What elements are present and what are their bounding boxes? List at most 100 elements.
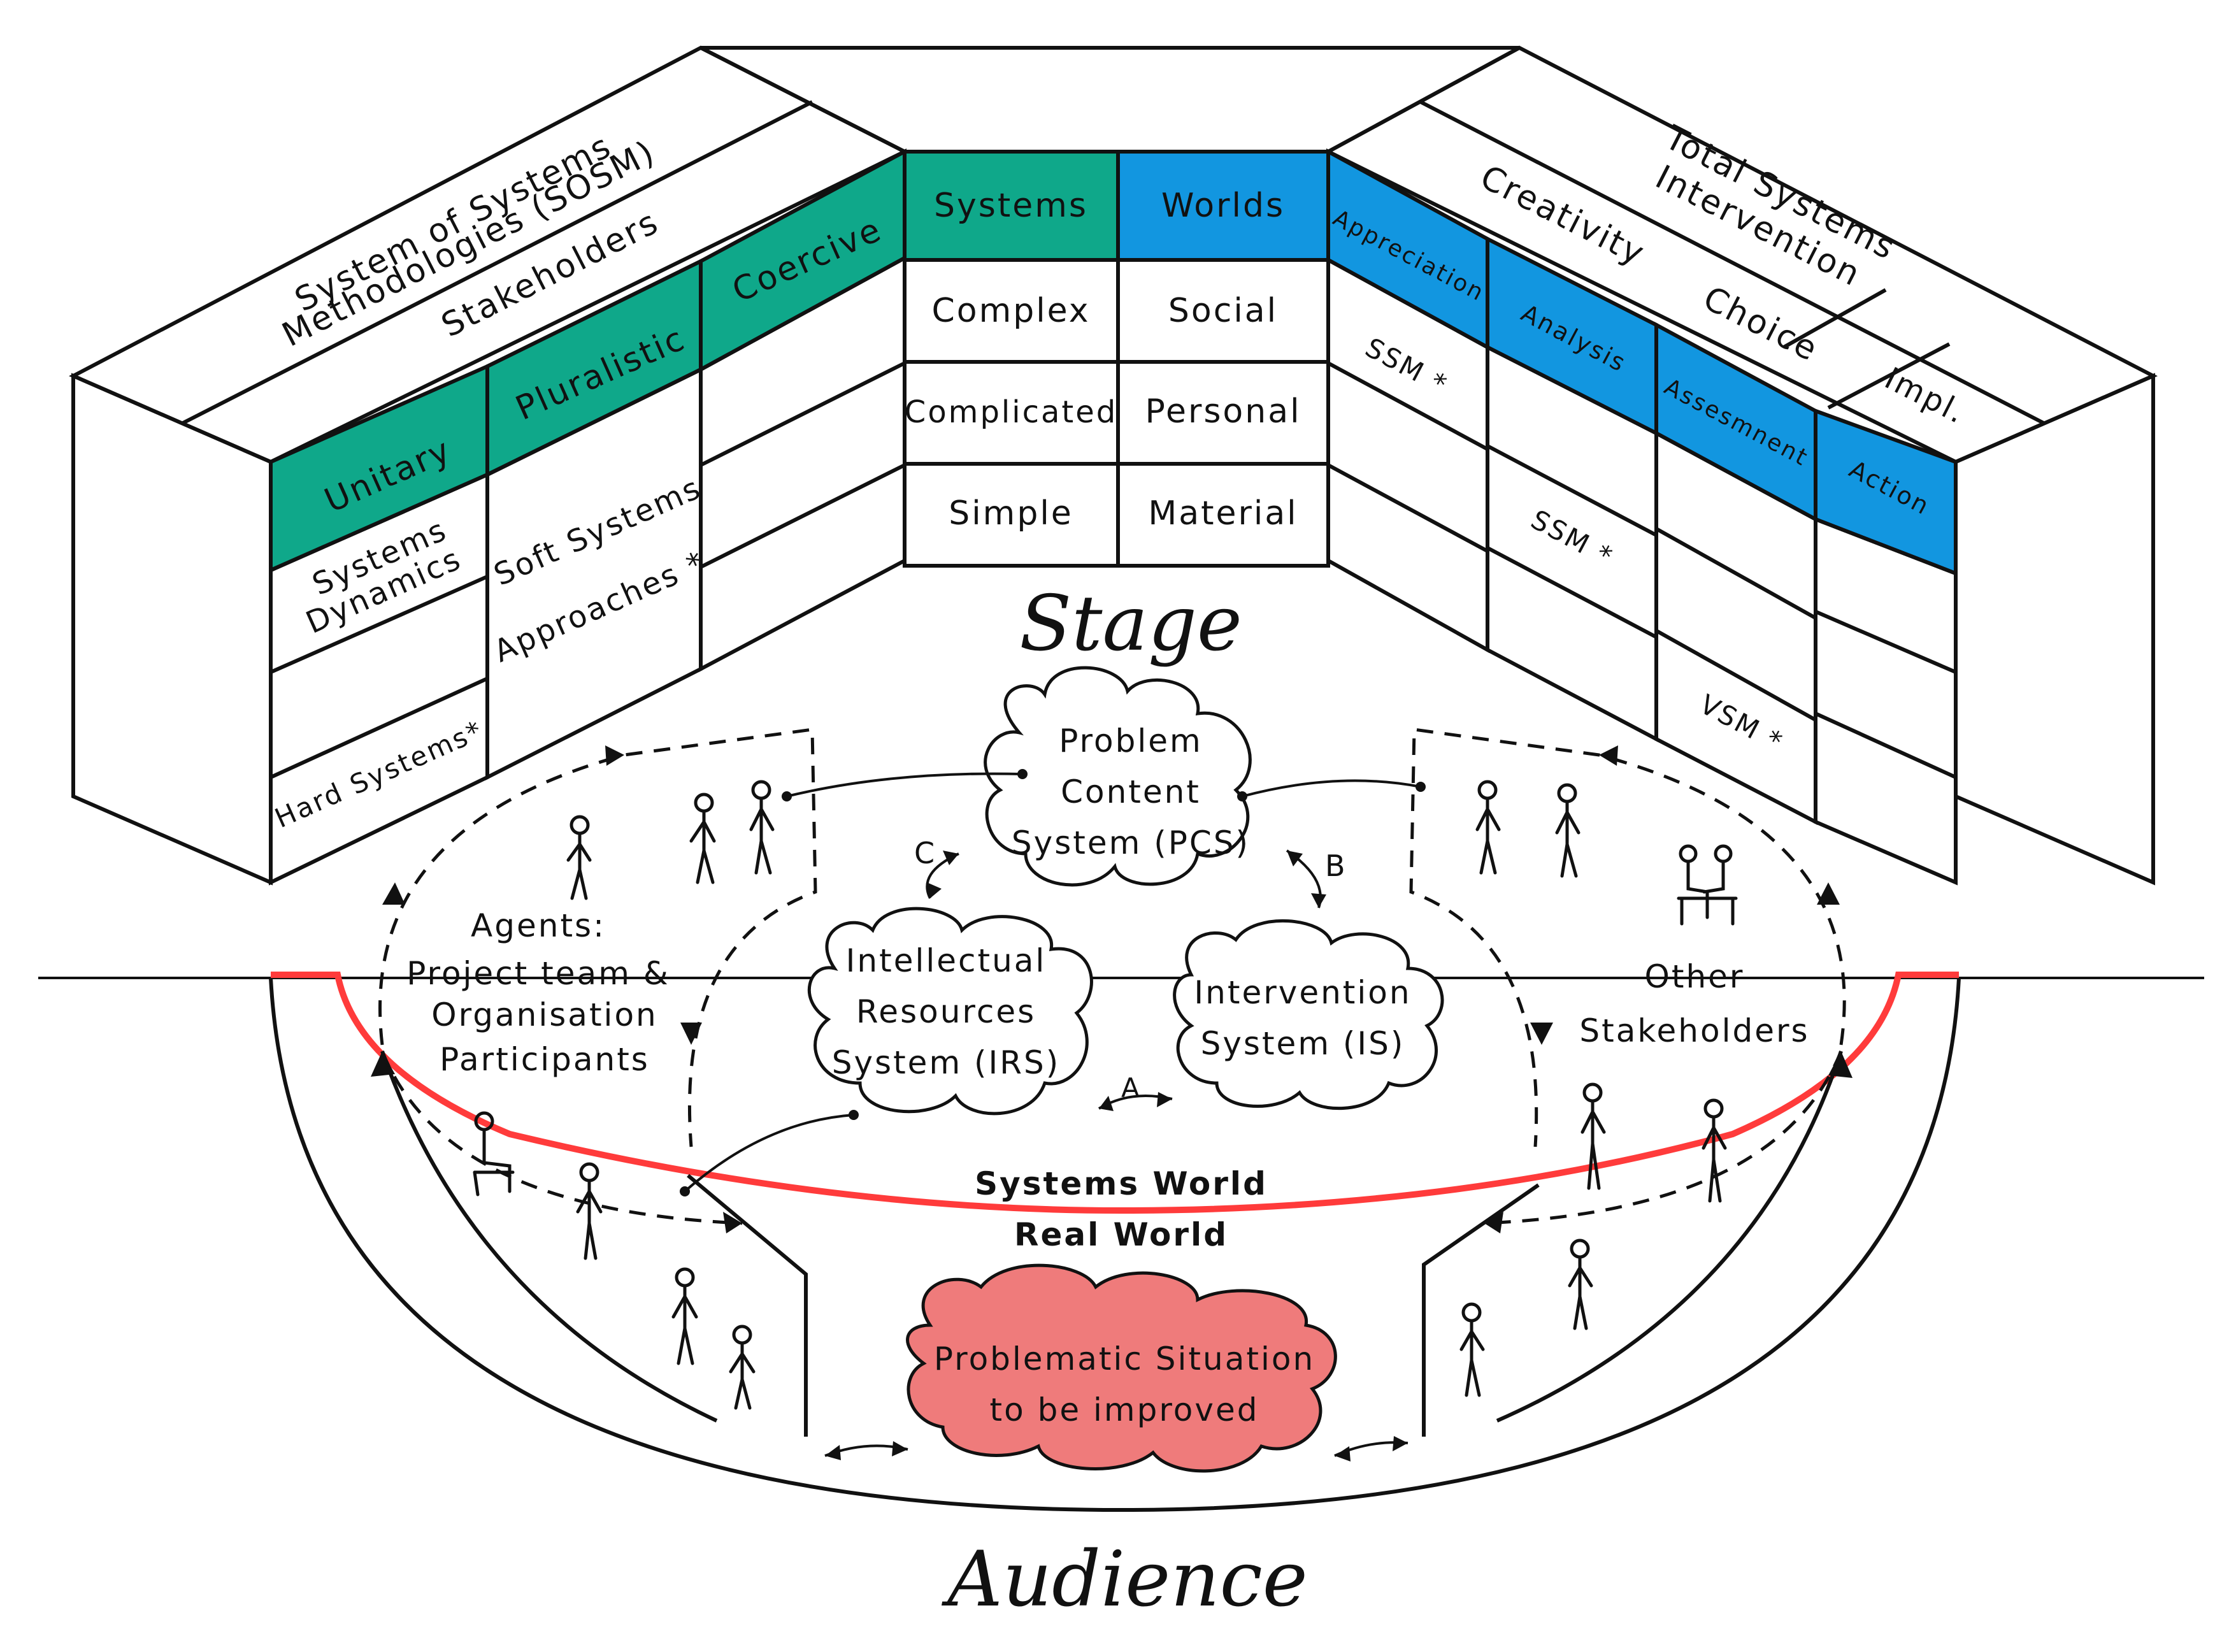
real-world-label: Real World	[1014, 1216, 1228, 1253]
pcs-stake-dot-2	[1416, 782, 1426, 792]
agents-label-2: Project team &	[406, 955, 670, 992]
pcs-stake-dot-1	[1237, 791, 1247, 801]
right-dash-arrowhead-1	[1599, 745, 1618, 766]
person-icon	[1459, 1302, 1485, 1397]
label-c: C	[914, 836, 936, 870]
left-dash-arrowhead-4	[382, 882, 405, 905]
other-label-1: Other	[1645, 958, 1745, 995]
right-dash-arrowhead-4	[1817, 882, 1840, 905]
left-solid-arrowhead	[371, 1051, 395, 1077]
tsi-top-divider	[1419, 100, 2046, 426]
b-arrowhead-1	[1287, 851, 1303, 866]
coercive-row-line-2	[699, 463, 906, 569]
c-arrowhead-2	[927, 882, 942, 898]
problem-label-2: to be improved	[990, 1391, 1259, 1428]
pcs-cloud	[984, 666, 1252, 887]
impl-label: Impl.	[1879, 361, 1972, 431]
label-b: B	[1325, 849, 1347, 883]
cell-simple: Simple	[949, 494, 1073, 533]
left-aisle-wall	[687, 1174, 808, 1437]
is-label-2: System (IS)	[1201, 1025, 1405, 1062]
tsi-row-a1	[1327, 361, 1489, 451]
hard-systems-label: Hard Systems*	[270, 714, 488, 834]
b-arrowhead-2	[1311, 893, 1326, 908]
ssm-label-2: SSM *	[1526, 504, 1619, 573]
problem-label-1: Problematic Situation	[934, 1340, 1315, 1377]
tsi-block: Total Systems Intervention Creativity Ch…	[1324, 45, 2158, 886]
cell-social: Social	[1168, 292, 1278, 330]
sosm-top-divider	[180, 100, 814, 426]
left-dash-arrowhead-1	[605, 745, 624, 766]
cell-complicated: Complicated	[905, 394, 1117, 430]
right-solid-arrowhead	[1828, 1051, 1853, 1078]
tsi-impl-divider	[1827, 342, 1951, 410]
unitary-row-line-2	[269, 677, 489, 779]
coercive-row-line-1	[699, 361, 906, 467]
pcs-label-2: Content	[1061, 773, 1201, 810]
tsi-row-b2	[1486, 546, 1658, 639]
right-dash-arrowhead-2	[1530, 1023, 1553, 1045]
top-back-band	[699, 46, 1521, 154]
person-icon	[576, 1162, 603, 1260]
pcs-agents-dot-1	[782, 791, 792, 801]
tsi-row-c2	[1655, 629, 1817, 722]
irs-agents-dot-1	[680, 1186, 690, 1196]
right-solid-loop	[1496, 1051, 1843, 1423]
label-a: A	[1121, 1072, 1142, 1103]
systems-header-label: Systems	[934, 187, 1088, 225]
cell-personal: Personal	[1145, 392, 1301, 431]
left-dash-arrowhead-3	[723, 1212, 742, 1233]
right-problem-arrowhead-1	[1335, 1446, 1351, 1462]
cell-material: Material	[1148, 494, 1298, 533]
left-problem-arrowhead-1	[825, 1445, 841, 1460]
irs-cloud	[808, 907, 1093, 1116]
tsi-side-face	[1954, 373, 2155, 886]
other-label-2: Stakeholders	[1579, 1012, 1809, 1049]
agents-label-1: Agents:	[471, 907, 606, 944]
left-dash-arrowhead-2	[680, 1023, 702, 1045]
systems-world-boundary	[271, 972, 1959, 1214]
person-icon	[671, 1267, 698, 1365]
a-arrowhead-2	[1157, 1092, 1172, 1107]
tsi-choice-divider	[1782, 288, 1887, 349]
ssm-label-1: SSM *	[1360, 332, 1453, 401]
person-icon	[749, 780, 775, 875]
center-table: Systems Worlds Complex Social Complicate…	[903, 150, 1330, 568]
a-arrowhead-1	[1099, 1096, 1114, 1111]
right-aisle-wall	[1422, 1183, 1540, 1437]
person-icon	[1702, 1098, 1727, 1203]
pcs-to-agents-line	[786, 772, 1023, 798]
auditorium-outer-arc	[269, 977, 1961, 1512]
seated-people-icon	[1677, 844, 1738, 926]
sosm-side-face	[71, 373, 273, 886]
agents-label-4: Participants	[440, 1041, 650, 1078]
person-icon	[689, 793, 716, 884]
seated-person-icon	[473, 1111, 515, 1196]
tsi-row-d2	[1814, 712, 1957, 779]
person-icon	[566, 815, 592, 900]
worlds-header-label: Worlds	[1161, 187, 1285, 225]
stick-figures	[473, 780, 1738, 1410]
person-icon	[1580, 1082, 1606, 1190]
pcs-agents-dot-2	[1017, 769, 1028, 779]
c-arrowhead-1	[943, 851, 959, 865]
problematic-situation-cloud	[906, 1263, 1337, 1473]
tsi-row-b1	[1486, 444, 1658, 537]
pcs-label-3: System (PCS)	[1012, 824, 1250, 861]
systems-header	[903, 150, 1120, 262]
left-dashed-loop	[378, 728, 817, 1147]
irs-to-agents-line	[684, 1114, 854, 1193]
left-solid-loop	[380, 1051, 718, 1423]
left-problem-arrowhead-2	[892, 1441, 908, 1456]
person-icon	[1568, 1239, 1593, 1330]
tsi-row-d1	[1814, 610, 1957, 674]
pcs-to-stakeholders-line	[1242, 779, 1421, 798]
unitary-row-line-1	[269, 575, 489, 674]
tsi-row-c1	[1655, 527, 1817, 620]
irs-agents-dot-2	[849, 1110, 859, 1120]
action-column	[1814, 516, 1958, 886]
irs-label-2: Resources	[856, 993, 1036, 1030]
person-icon	[1475, 780, 1501, 875]
